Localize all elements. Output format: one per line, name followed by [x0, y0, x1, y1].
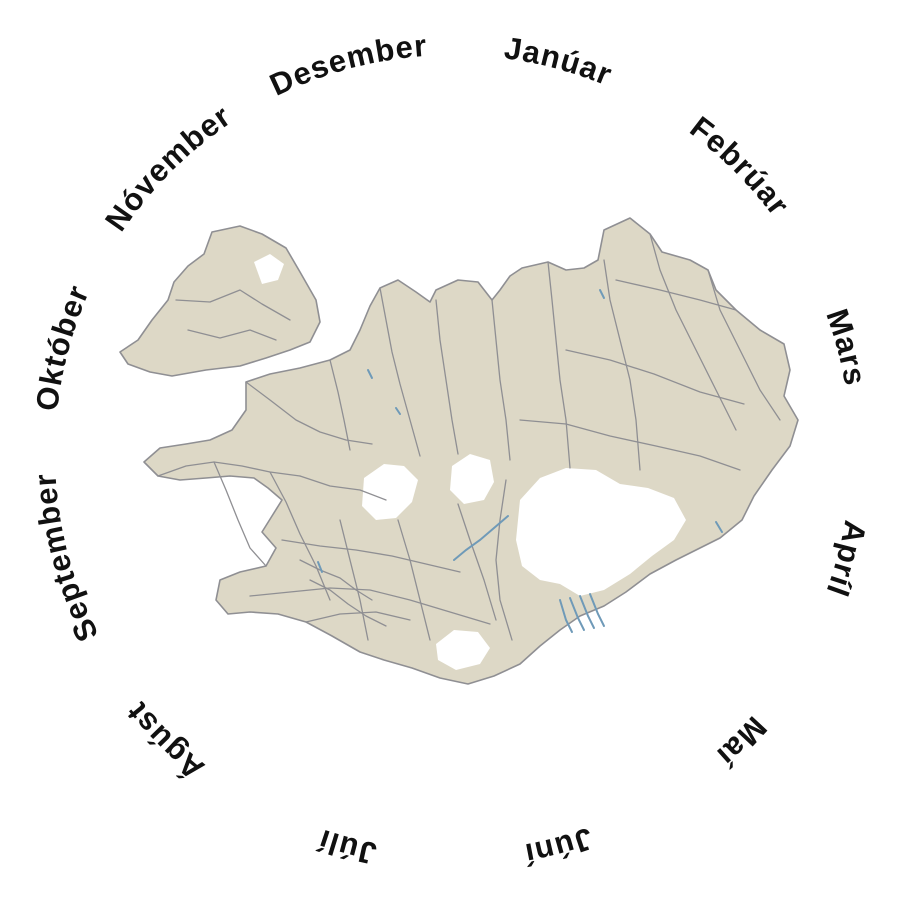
month-label: Júní — [521, 821, 597, 873]
month-label: Febrúar — [684, 109, 797, 222]
month-label: Mars — [819, 305, 873, 389]
month-label-path: Ágúst — [119, 695, 210, 787]
hofsjokull-glacier — [450, 454, 494, 504]
month-label-path: Október — [29, 280, 95, 413]
langjokull-glacier — [362, 464, 418, 520]
month-label: Nóvember — [98, 98, 237, 237]
month-label: Apríl — [819, 518, 873, 602]
month-label-path: Febrúar — [684, 109, 796, 222]
vatnajokull-glacier — [516, 468, 686, 596]
month-label-path: Mars — [819, 305, 872, 389]
month-label-path: Júlí — [313, 822, 378, 871]
month-label: September — [27, 472, 105, 647]
iceland-map — [119, 217, 799, 685]
month-label-path: Júní — [521, 821, 596, 873]
month-label-path: Desember — [264, 28, 427, 103]
month-label-path: Nóvember — [98, 98, 236, 237]
month-label: Ágúst — [119, 695, 211, 787]
water-features — [317, 289, 723, 633]
month-label: Janúar — [502, 30, 617, 92]
month-label: Maí — [710, 710, 774, 774]
region-boundaries — [157, 233, 781, 641]
month-label: Júlí — [313, 822, 379, 871]
month-label-path: Maí — [710, 710, 773, 774]
month-label: Desember — [264, 28, 428, 103]
month-label-path: Janúar — [502, 30, 616, 92]
month-label-path: September — [27, 472, 104, 647]
myrdalsjokull-glacier — [436, 630, 490, 670]
drangajokull-glacier — [254, 254, 284, 284]
month-label: Október — [29, 280, 96, 413]
month-label-path: Apríl — [819, 518, 872, 602]
